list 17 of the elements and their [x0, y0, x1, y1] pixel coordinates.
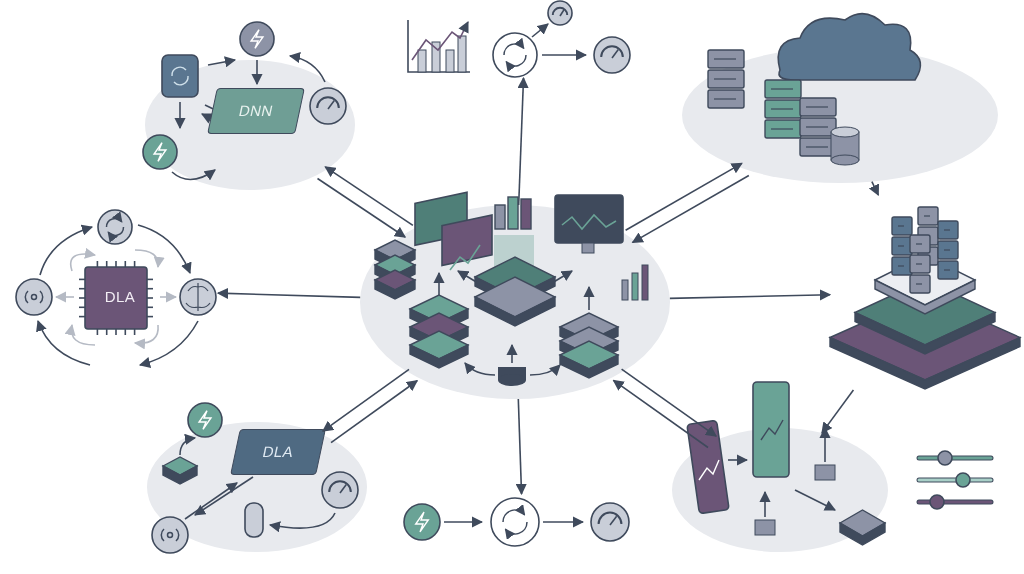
chip-label: DLA [230, 429, 326, 475]
arrow [669, 289, 832, 301]
arrow [321, 368, 410, 432]
arrow [624, 162, 743, 232]
arrow [216, 287, 361, 299]
arrow [316, 177, 407, 238]
arrow [620, 368, 718, 437]
arrow [517, 76, 529, 206]
arrow [631, 174, 750, 244]
chip-label: DNN [207, 88, 305, 134]
arrow [612, 379, 709, 449]
arrow [515, 398, 527, 496]
arrow [821, 389, 855, 434]
arrow [324, 166, 414, 227]
arrow [330, 379, 419, 444]
arrow [868, 180, 880, 196]
chip-label: DLA [103, 286, 137, 307]
